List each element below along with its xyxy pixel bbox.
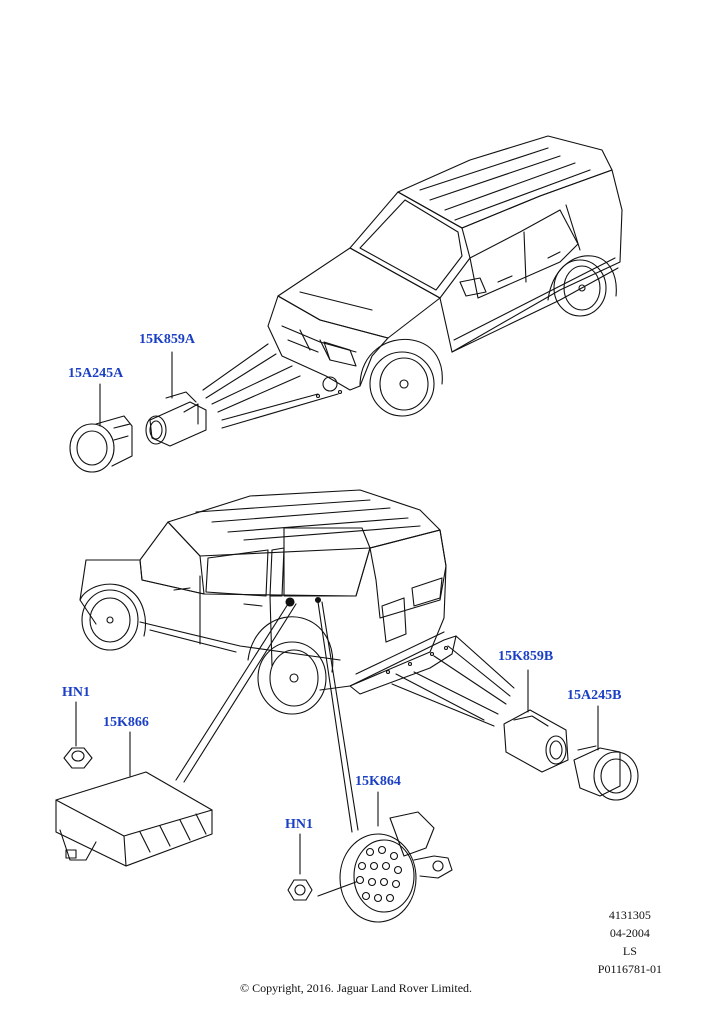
illustration-code: 4131305 xyxy=(608,908,651,922)
illustration-reference: P0116781-01 xyxy=(597,962,662,976)
part-label-15k859a[interactable]: 15K859A xyxy=(139,332,195,347)
front-sensor-bezel-part xyxy=(69,383,133,473)
illustration-date: 04-2004 xyxy=(609,926,650,940)
copyright-notice: © Copyright, 2016. Jaguar Land Rover Lim… xyxy=(239,981,473,995)
part-label-hn1-top[interactable]: HN1 xyxy=(62,685,90,700)
part-label-hn1-bottom[interactable]: HN1 xyxy=(285,817,313,832)
part-label-15a245b[interactable]: 15A245B xyxy=(567,688,622,703)
illustration-ls: LS xyxy=(622,944,637,958)
rear-leader-lines xyxy=(175,601,515,833)
control-module-part xyxy=(55,731,213,867)
part-label-15k866[interactable]: 15K866 xyxy=(103,715,149,730)
part-label-15k864[interactable]: 15K864 xyxy=(355,774,401,789)
front-leader-lines xyxy=(202,343,339,429)
front-parking-sensor-part xyxy=(145,351,207,447)
part-label-15a245a[interactable]: 15A245A xyxy=(68,366,124,381)
rear-parking-sensor-part xyxy=(503,669,569,773)
sounder-part xyxy=(317,791,453,923)
part-label-15k859b[interactable]: 15K859B xyxy=(498,649,554,664)
nut-part-bottom xyxy=(287,833,313,901)
rear-vehicle-illustration xyxy=(79,489,457,715)
diagram-reference-block: 4131305 04-2004 LS P0116781-01 xyxy=(598,906,662,978)
nut-part-top xyxy=(63,701,93,769)
rear-sensor-bezel-part xyxy=(573,705,639,801)
front-vehicle-illustration xyxy=(267,135,623,417)
